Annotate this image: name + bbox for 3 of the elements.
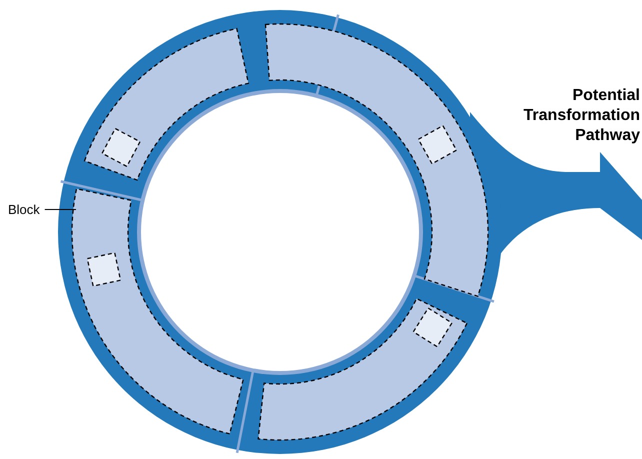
pathway-label: Potential Transformation Pathway — [522, 86, 640, 146]
block-segment — [72, 188, 244, 434]
part-label: Block — [8, 202, 40, 217]
